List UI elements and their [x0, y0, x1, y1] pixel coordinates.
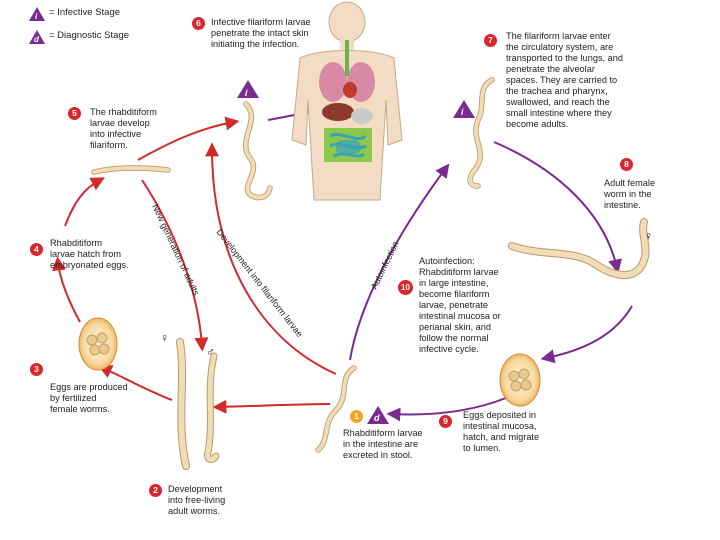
arrow-adult-to-eggs	[540, 305, 633, 364]
infective-stage-marker-lungs: i	[453, 100, 475, 118]
arrow-rhabditiform-to-adults	[212, 399, 331, 414]
infective-stage-legend-label: = Infective Stage	[49, 7, 121, 18]
arrow-development-filariform	[205, 142, 337, 375]
diagnostic-stage-legend-label: = Diagnostic Stage	[49, 30, 130, 41]
arrow-eggs-to-rhabditiform	[51, 256, 81, 323]
new-generation-label: New generation of adults	[150, 203, 201, 298]
step-1-badge: 1	[350, 410, 363, 423]
arrow-adults-to-eggs	[97, 365, 173, 401]
infective-stage-marker-skin: i	[237, 80, 259, 98]
arrow-new-generation	[141, 179, 209, 352]
step-3-badge: 3	[30, 363, 43, 376]
development-filariform-label: Development into filariform larvae	[214, 227, 304, 339]
egg-intestinal	[499, 353, 541, 407]
svg-text:d: d	[374, 413, 380, 423]
svg-text:i: i	[461, 107, 464, 117]
step-6-badge: 6	[192, 17, 205, 30]
arrow-rhabditiform-to-filariform	[64, 177, 105, 227]
svg-text:d: d	[34, 35, 40, 44]
svg-text:i: i	[245, 88, 248, 98]
step-2-badge: 2	[149, 484, 162, 497]
diagnostic-stage-legend-icon: d	[29, 30, 45, 44]
step-10-badge: 10	[398, 280, 413, 295]
step-7-badge: 7	[484, 34, 497, 47]
female-symbol: ♀	[160, 331, 169, 345]
step-9-badge: 9	[439, 415, 452, 428]
arrow-autoinfection	[349, 163, 450, 361]
step-5-badge: 5	[68, 107, 81, 120]
diagnostic-stage-marker: d	[367, 406, 389, 424]
adult-female-symbol: ♀	[644, 229, 653, 243]
male-symbol: ♂	[206, 345, 215, 359]
arrow-lungs-to-intestine	[493, 141, 622, 274]
step-8-badge: 8	[620, 158, 633, 171]
step-4-badge: 4	[30, 243, 43, 256]
arrow-to-infective	[137, 116, 240, 161]
human-body-figure	[291, 1, 403, 201]
egg-free-living	[78, 317, 118, 371]
worm-group	[91, 77, 650, 470]
svg-text:i: i	[35, 12, 38, 21]
autoinfection-label: Autoinfection	[369, 240, 401, 291]
infective-stage-legend-icon: i	[29, 7, 45, 21]
arrow-eggs-to-stool	[386, 397, 507, 422]
